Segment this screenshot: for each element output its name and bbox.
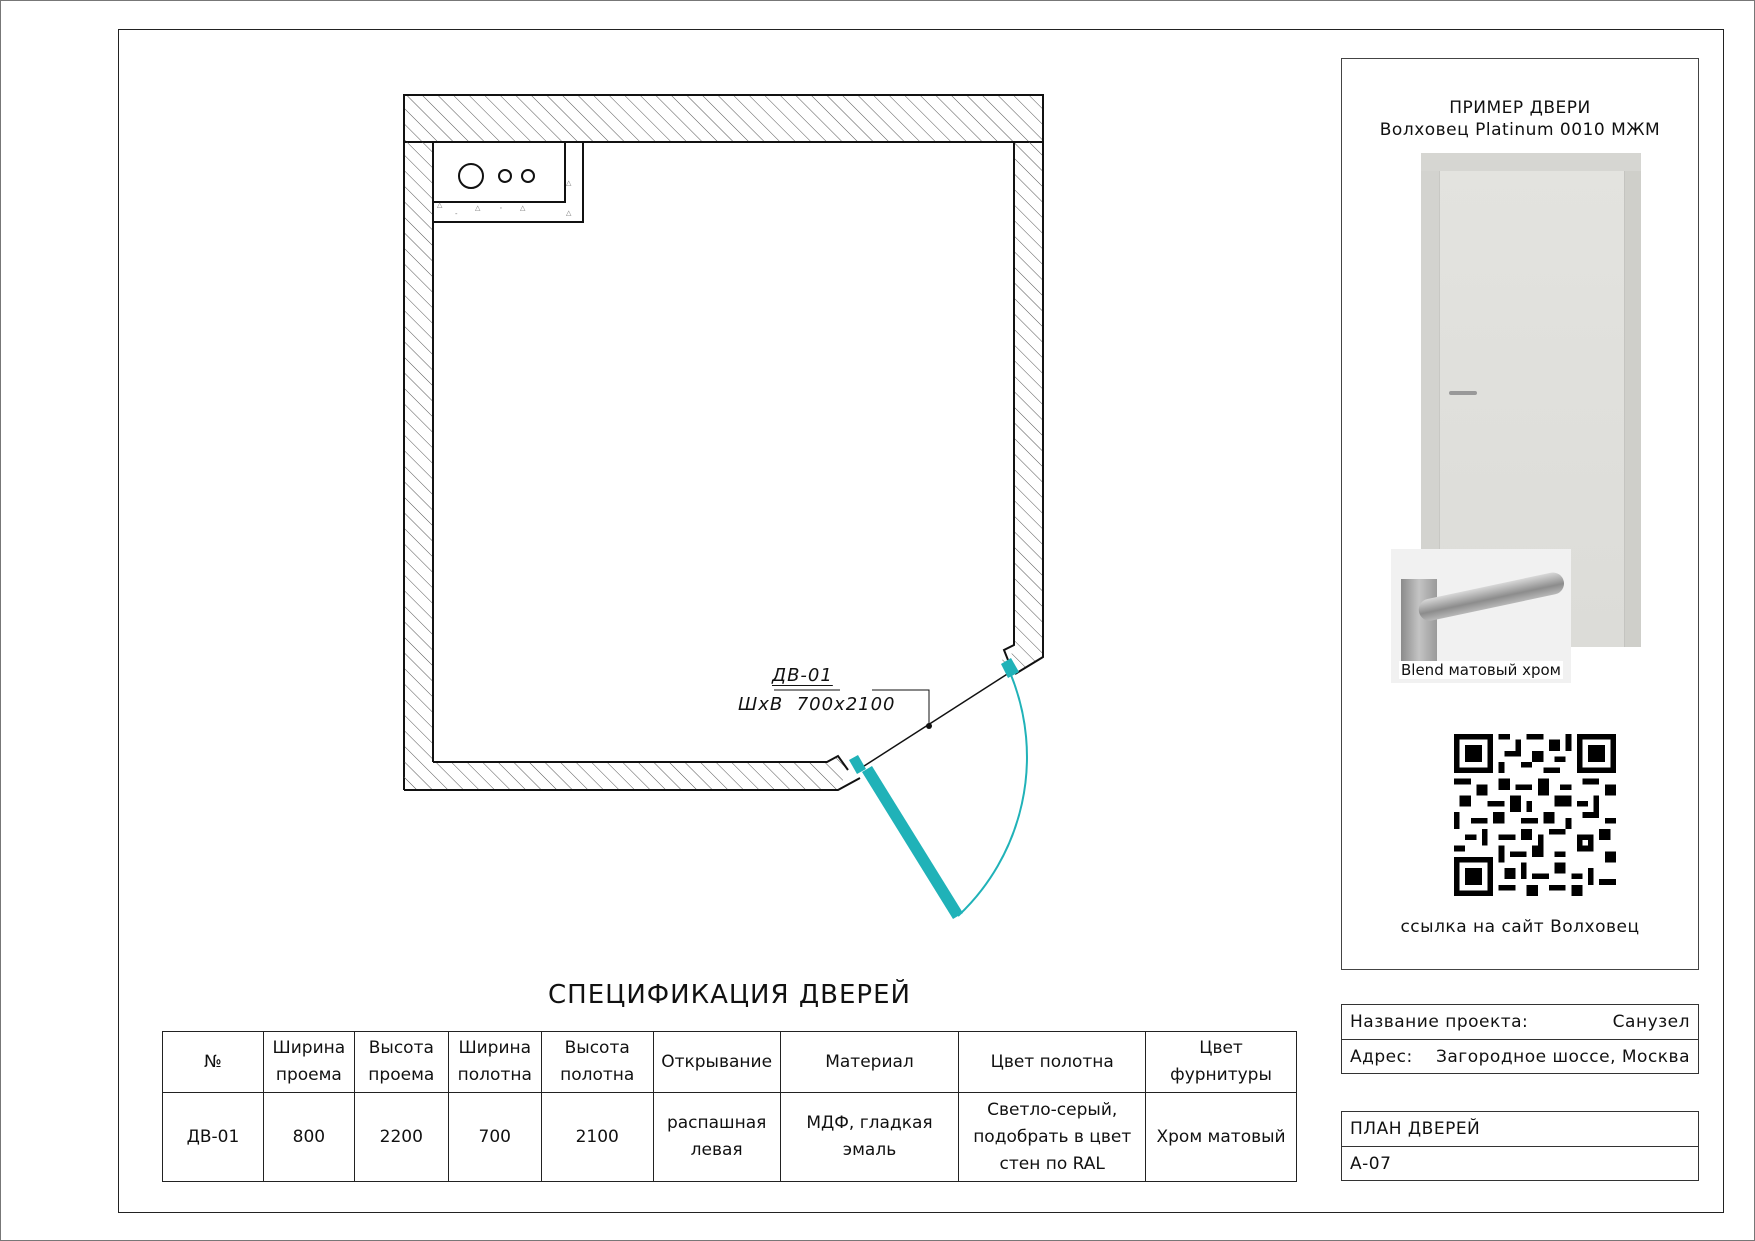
table-row: ДВ-01 800 2200 700 2100 распашная левая …: [162, 1092, 1297, 1182]
door-jamb-left: [849, 755, 866, 774]
column-header: №: [162, 1031, 264, 1093]
door-example-title: ПРИМЕР ДВЕРИ: [1449, 98, 1591, 118]
door-tag-leader: [774, 689, 932, 729]
sheet-inner-border: [118, 29, 1724, 1213]
specification-title: СПЕЦИФИКАЦИЯ ДВЕРЕЙ: [548, 980, 911, 1010]
svg-text:': ': [500, 206, 502, 214]
column-header: Открывание: [652, 1031, 781, 1093]
svg-text:-: -: [455, 210, 458, 218]
qr-code-icon[interactable]: [1454, 734, 1616, 896]
door-example-heading: ПРИМЕР ДВЕРИ Волховец Platinum 0010 МЖМ: [1342, 97, 1698, 141]
sheet-title: ПЛАН ДВЕРЕЙ: [1350, 1119, 1481, 1139]
table-header-row: № Ширина проема Высота проема Ширина пол…: [162, 1031, 1297, 1093]
project-name-row: Название проекта: Санузел: [1342, 1005, 1698, 1039]
column-header: Цвет полотна: [958, 1031, 1147, 1093]
cell-material: МДФ, гладкая эмаль: [779, 1092, 960, 1182]
wall-left: [403, 95, 434, 790]
project-info-box: Название проекта: Санузел Адрес: Загород…: [1341, 1004, 1699, 1074]
door-specification-table: № Ширина проема Высота проема Ширина пол…: [162, 1031, 1297, 1182]
project-address-row: Адрес: Загородное шоссе, Москва: [1342, 1039, 1698, 1073]
column-header: Цвет фурнитуры: [1145, 1031, 1297, 1093]
handle-photo: Blend матовый хром: [1391, 549, 1571, 683]
wall-top: [403, 94, 1044, 143]
address-value: Загородное шоссе, Москва: [1435, 1046, 1690, 1067]
wall-bottom: [404, 754, 861, 791]
door-model-name: Волховец Platinum 0010 МЖМ: [1379, 120, 1661, 140]
door-tag: ДВ-01: [772, 665, 833, 686]
door-jamb-right: [1001, 658, 1019, 678]
sheet-code: А-07: [1350, 1153, 1392, 1174]
qr-link-caption[interactable]: ссылка на сайт Волховец: [1400, 917, 1640, 937]
project-name-value: Санузел: [1612, 1012, 1690, 1032]
cell-hardware-color: Хром матовый: [1145, 1092, 1297, 1182]
door-size-label: ШхВ 700х2100: [738, 694, 896, 715]
tap-icon: [521, 169, 535, 183]
column-header: Ширина проема: [262, 1031, 355, 1093]
door-leaf: [862, 766, 963, 919]
column-header: Высота полотна: [540, 1031, 654, 1093]
svg-text:△: △: [475, 204, 481, 212]
sheet-code-row: А-07: [1342, 1146, 1698, 1180]
cell-leaf-height: 2100: [540, 1092, 654, 1182]
svg-text:△: △: [566, 179, 572, 187]
column-header: Ширина полотна: [447, 1031, 542, 1093]
tap-icon: [498, 169, 512, 183]
project-name-label: Название проекта:: [1350, 1012, 1529, 1032]
address-label: Адрес:: [1350, 1046, 1413, 1067]
door-opening-line: [860, 670, 1013, 769]
door-example-panel: ПРИМЕР ДВЕРИ Волховец Platinum 0010 МЖМ …: [1341, 58, 1699, 970]
door-swing-arc: [957, 674, 1028, 917]
washbasin-counter: △ △ △ △ △ - ': [432, 141, 584, 223]
wall-right: [1002, 95, 1044, 676]
door-handle-icon: [1449, 391, 1477, 395]
cell-opening-height: 2200: [353, 1092, 449, 1182]
cell-opening-width: 800: [262, 1092, 355, 1182]
handle-plate-icon: [1401, 579, 1437, 667]
cell-leaf-width: 700: [447, 1092, 542, 1182]
sheet-title-row: ПЛАН ДВЕРЕЙ: [1342, 1112, 1698, 1146]
cell-opening-type: распашная левая: [652, 1092, 781, 1182]
cell-leaf-color: Светло-серый, подобрать в цвет стен по R…: [958, 1092, 1147, 1182]
svg-text:△: △: [566, 209, 572, 217]
handle-lever-icon: [1416, 570, 1567, 623]
svg-text:△: △: [520, 204, 526, 212]
svg-text:△: △: [437, 201, 443, 209]
column-header: Высота проема: [353, 1031, 449, 1093]
sheet-title-box: ПЛАН ДВЕРЕЙ А-07: [1341, 1111, 1699, 1181]
drain-icon: [458, 163, 484, 189]
cell-id: ДВ-01: [162, 1092, 264, 1182]
column-header: Материал: [779, 1031, 960, 1093]
handle-caption: Blend матовый хром: [1399, 661, 1563, 679]
